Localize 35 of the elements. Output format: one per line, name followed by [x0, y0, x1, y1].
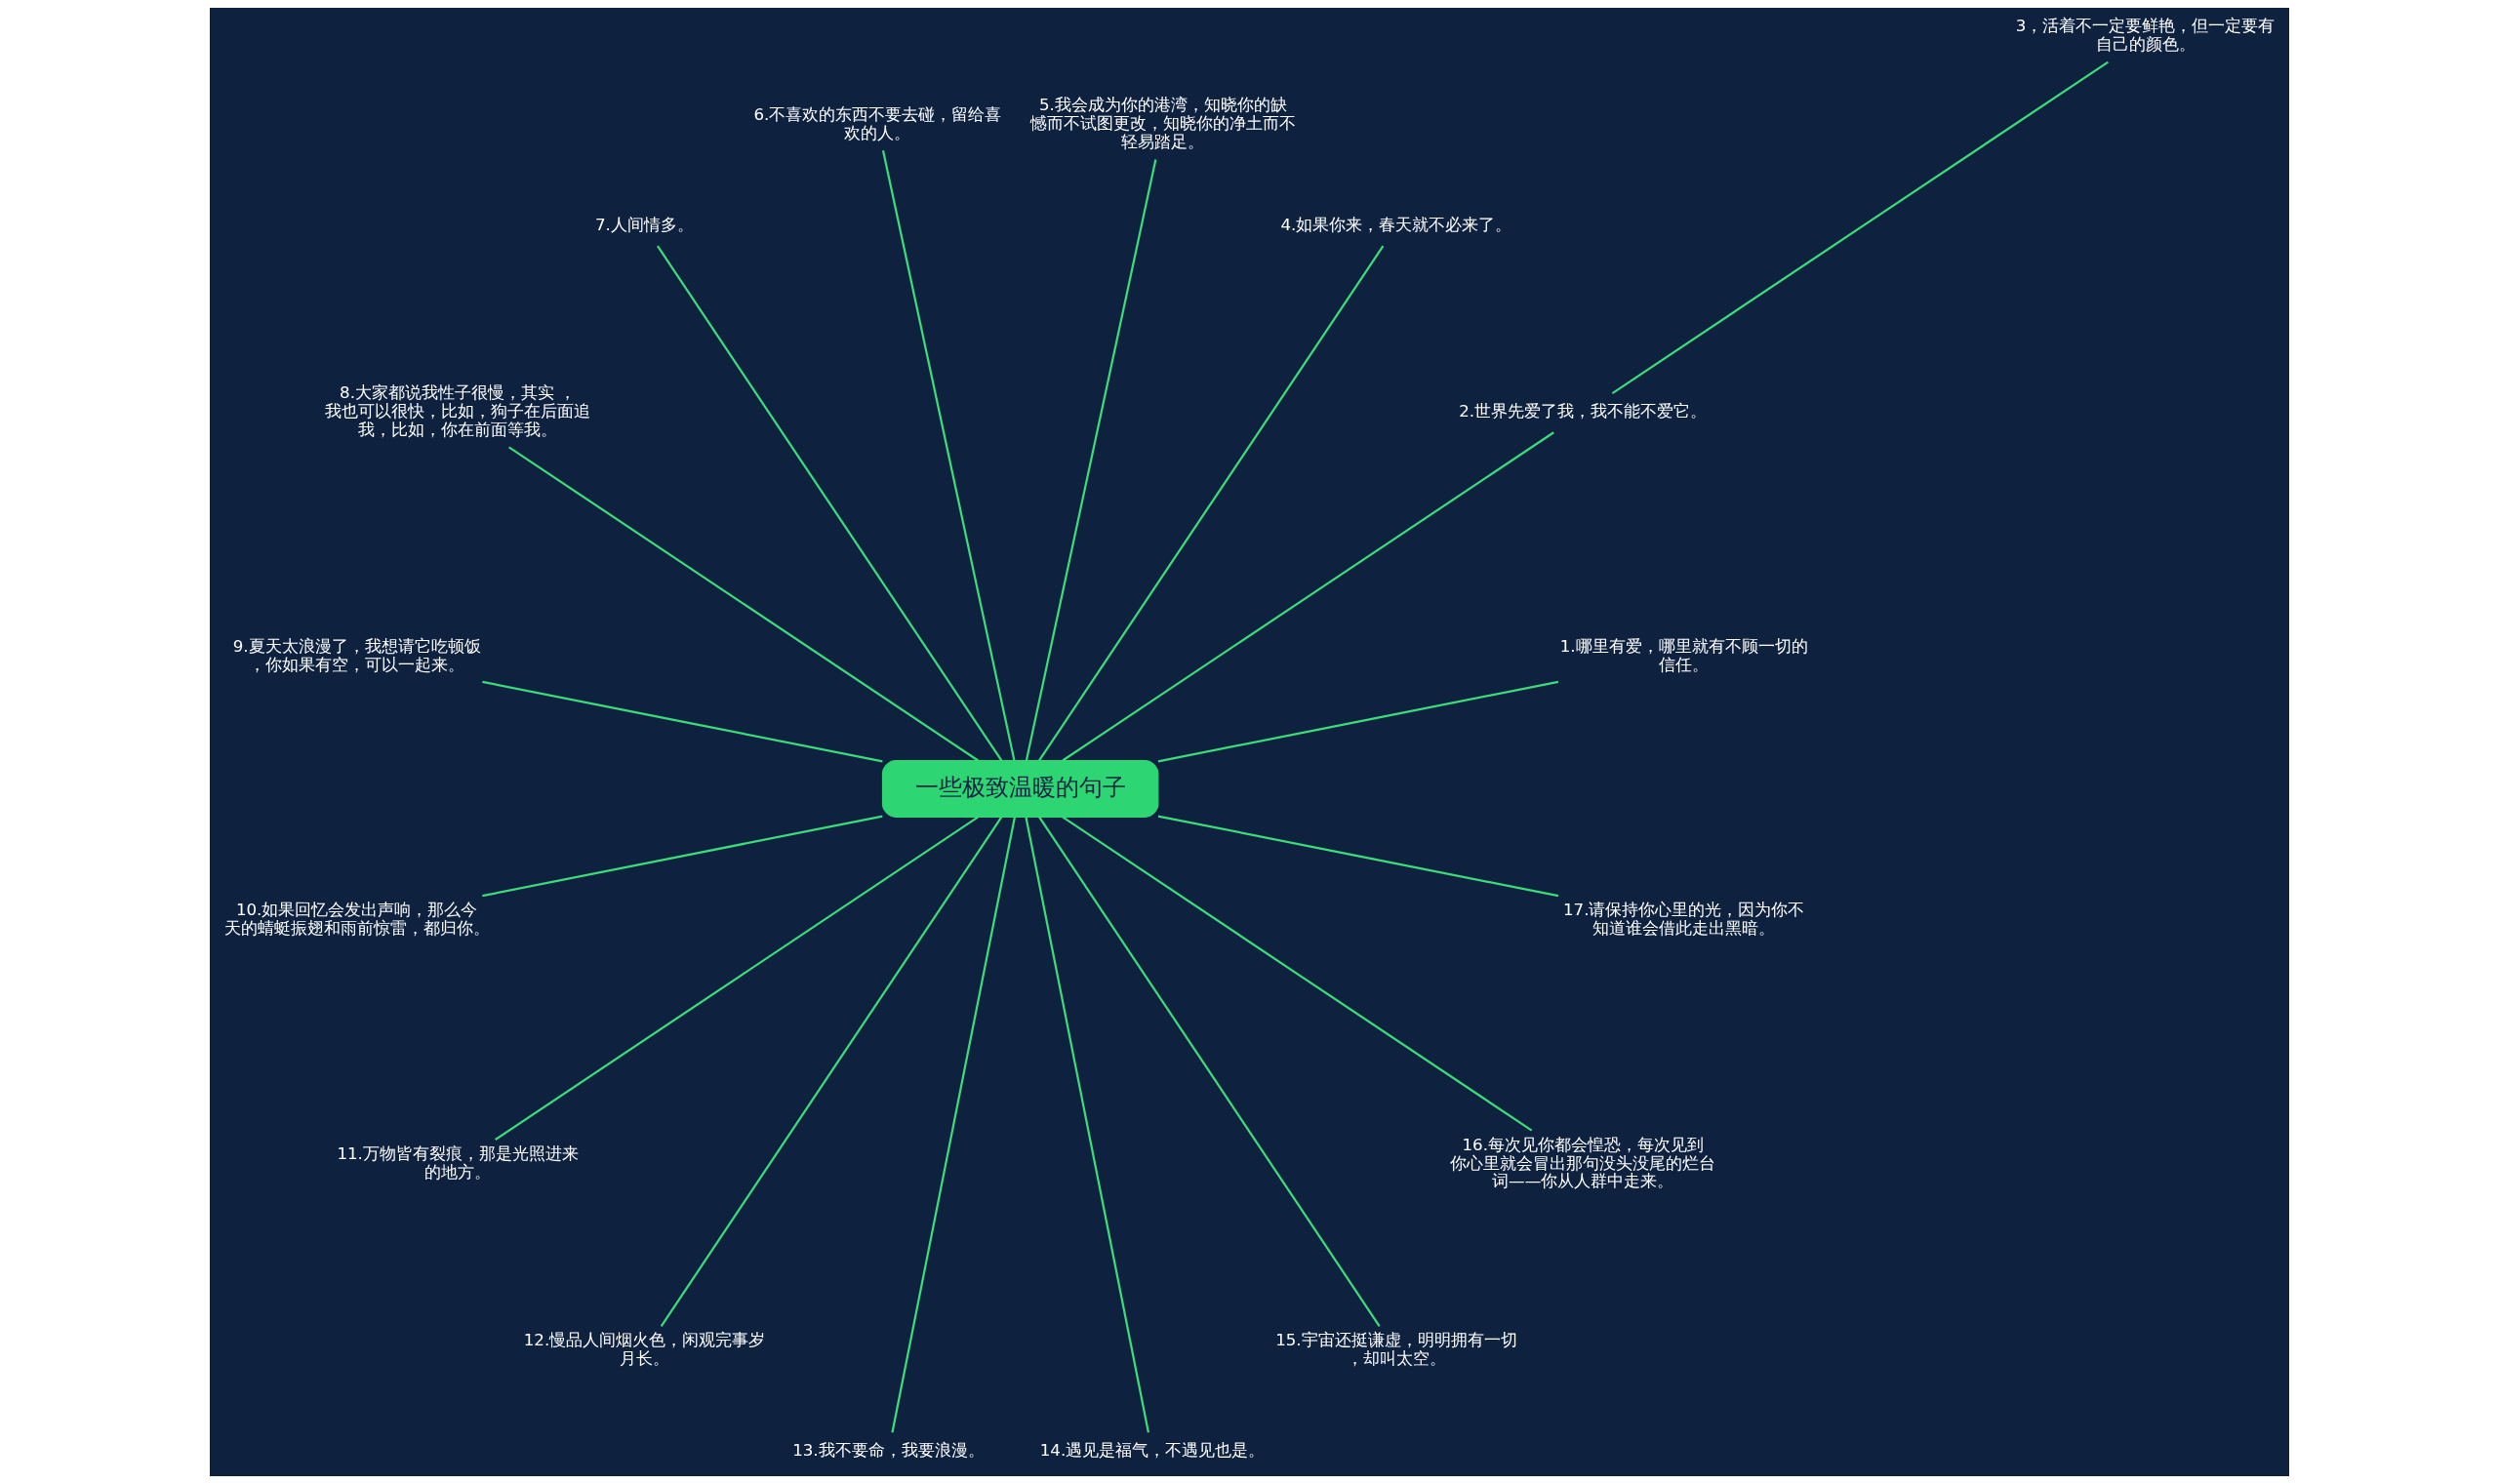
- node-text: 16.每次见你都会惶恐，每次见到你心里就会冒出那句没头没尾的烂台词——你从人群中走来。: [1449, 1135, 1715, 1191]
- node-text: 6.不喜欢的东西不要去碰，留给喜欢的人。: [753, 104, 1001, 142]
- connector: [1061, 431, 1554, 762]
- connector: [1157, 680, 1558, 763]
- node-text: 1.哪里有爱，哪里就有不顾一切的信任。: [1559, 636, 1808, 674]
- node-text: 13.我不要命，我要浪漫。: [791, 1441, 985, 1461]
- node-text: 14.遇见是福气，不遇见也是。: [1039, 1441, 1265, 1461]
- connector: [1037, 245, 1384, 762]
- connector: [494, 816, 979, 1141]
- connector: [1157, 815, 1558, 898]
- node-text: 5.我会成为你的港湾，知晓你的缺憾而不试图更改，知晓你的净土而不轻易踏足。: [1029, 96, 1296, 152]
- node-box: 一些极致温暖的句子: [881, 760, 1158, 818]
- node-text: 15.宇宙还挺谦虚，明明拥有一切，却叫太空。: [1274, 1331, 1517, 1369]
- node-text: 4.如果你来，春天就不必来了。: [1279, 215, 1511, 234]
- node-text: 3，活着不一定要鲜艳，但一定要有自己的颜色。: [2015, 17, 2275, 55]
- connector: [1611, 60, 2109, 394]
- node-text: 9.夏天太浪漫了，我想请它吃顿饭，你如果有空，可以一起来。: [232, 636, 481, 674]
- node-text: 17.请保持你心里的光，因为你不知道谁会借此走出黑暗。: [1562, 901, 1804, 939]
- connector: [656, 245, 1002, 762]
- connector: [1061, 816, 1532, 1132]
- connector: [660, 816, 1002, 1327]
- node-text: 7.人间情多。: [594, 215, 694, 234]
- connector: [507, 446, 979, 762]
- node-text: 8.大家都说我性子很慢，其实 ，我也可以很快，比如，狗子在后面追我，比如，你在前面等我。: [324, 383, 590, 440]
- node-text: 12.慢品人间烟火色，闲观完事岁月长。: [523, 1331, 765, 1369]
- node-text: 2.世界先爱了我，我不能不爱它。: [1458, 402, 1707, 421]
- connector: [481, 680, 883, 763]
- connector: [481, 815, 883, 898]
- node-text: 11.万物皆有裂痕，那是光照进来的地方。: [336, 1144, 579, 1183]
- connector: [1025, 159, 1156, 761]
- node-text: 10.如果回忆会发出声响，那么今天的蜻蜓振翅和雨前惊雷，都归你。: [223, 901, 490, 939]
- connector: [881, 150, 1015, 761]
- connector: [890, 817, 1016, 1433]
- connector: [1024, 817, 1149, 1433]
- connector: [1037, 816, 1381, 1327]
